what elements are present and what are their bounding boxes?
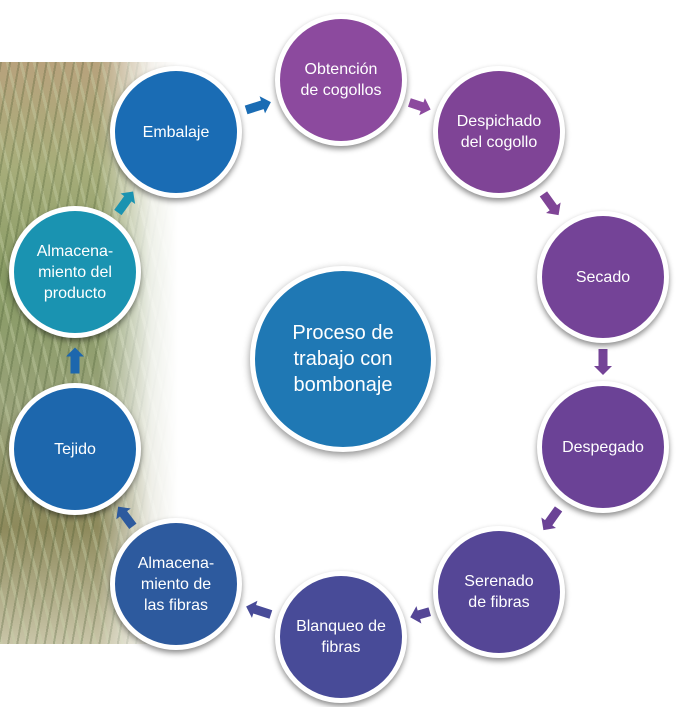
arrows <box>66 96 612 624</box>
step-embalaje: Embalaje <box>110 66 242 198</box>
step-almacenamiento-fibras: Almacena- miento de las fibras <box>110 518 242 650</box>
flow-arrow <box>539 191 561 216</box>
step-label: Almacena- miento de las fibras <box>137 554 215 614</box>
flow-arrow <box>541 506 563 531</box>
step-label: Obtención de cogollos <box>300 61 382 99</box>
step-label: Almacena- miento del producto <box>36 242 114 302</box>
flow-arrow <box>116 506 137 530</box>
step-secado: Secado <box>537 211 669 343</box>
flow-arrow <box>410 606 431 624</box>
step-label: Secado <box>575 268 631 286</box>
center-circle: Proceso de trabajo con bombonaje <box>250 266 436 452</box>
flow-arrow <box>246 600 273 619</box>
step-tejido: Tejido <box>9 383 141 515</box>
step-despegado: Despegado <box>537 381 669 513</box>
flow-arrow <box>407 98 431 116</box>
flow-arrow <box>244 96 271 115</box>
step-label: Serenado de fibras <box>464 573 534 611</box>
flow-arrow <box>114 191 136 216</box>
flow-arrow <box>594 349 612 375</box>
step-label: Blanqueo de fibras <box>296 618 386 656</box>
step-almacenamiento-producto: Almacena- miento del producto <box>9 206 141 338</box>
step-label: Despegado <box>562 438 644 456</box>
step-obtencion-cogollos: Obtención de cogollos <box>275 14 407 146</box>
step-serenado-fibras: Serenado de fibras <box>433 526 565 658</box>
step-label: Despichado del cogollo <box>456 113 542 151</box>
step-label: Tejido <box>54 440 96 458</box>
step-despichado-cogollo: Despichado del cogollo <box>433 66 565 198</box>
center-label: Proceso de trabajo con bombonaje <box>292 322 394 396</box>
step-blanqueo-fibras: Blanqueo de fibras <box>275 571 407 703</box>
flow-arrow <box>66 347 84 374</box>
step-label: Embalaje <box>142 123 210 141</box>
